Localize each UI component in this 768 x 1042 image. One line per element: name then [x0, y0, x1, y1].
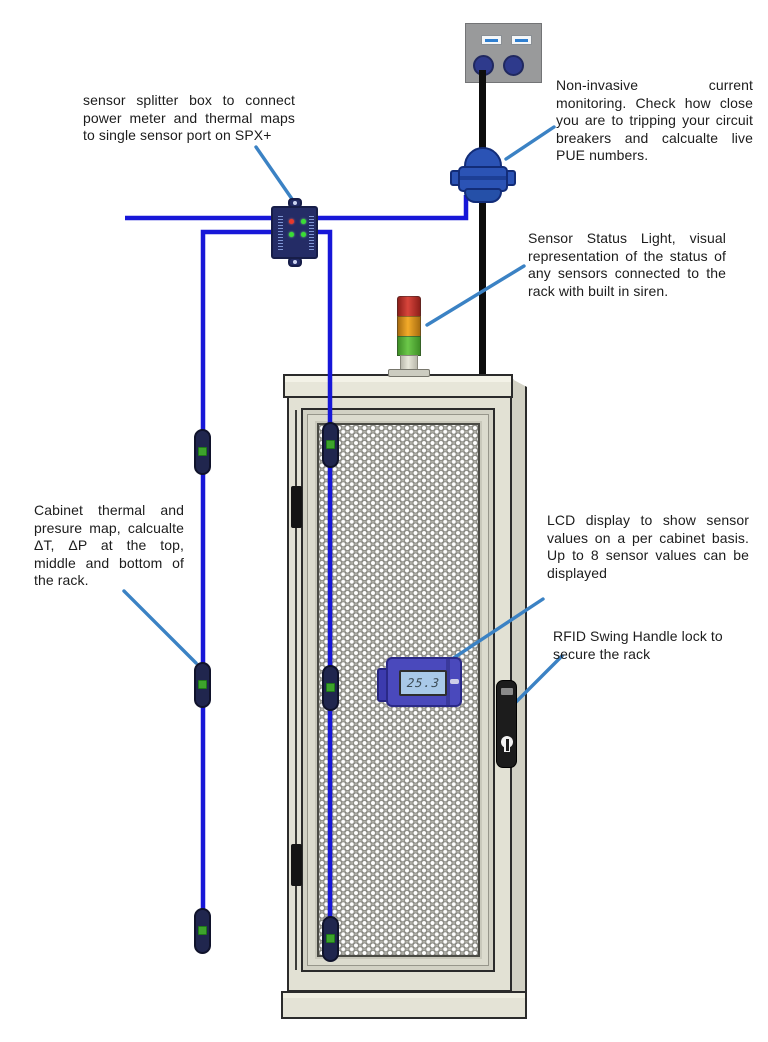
thermal-sensor-outer-middle — [194, 662, 211, 708]
splitter-print-left — [278, 216, 283, 252]
power-outlet-box — [465, 23, 542, 83]
annotation-status-light: Sensor Status Light, visual representati… — [528, 230, 726, 299]
lcd-value: 25.3 — [405, 676, 441, 690]
power-cable — [479, 70, 486, 382]
sensor-chip-icon — [326, 440, 335, 449]
screw-hole-icon — [293, 201, 297, 205]
splitter-led-green-3 — [301, 232, 306, 237]
outlet-fuse-window-right — [511, 35, 532, 45]
splitter-print-right — [309, 216, 314, 252]
fuse-bar-icon — [515, 39, 528, 42]
lcd-button — [450, 679, 459, 684]
splitter-led-green-1 — [301, 219, 306, 224]
status-light-amber-segment — [397, 316, 421, 337]
rfid-reader-label — [501, 688, 513, 695]
keyhole-icon — [501, 736, 513, 752]
annotation-thermal-map: Cabinet thermal and presure map, calcual… — [34, 502, 184, 588]
current-clamp-lower — [464, 188, 502, 203]
annotation-rfid-lock: RFID Swing Handle lock to secure the rac… — [553, 628, 723, 662]
outlet-socket-right — [503, 55, 524, 76]
sensor-chip-icon — [198, 926, 207, 935]
thermal-sensor-rack-bottom — [322, 916, 339, 962]
annotation-splitter-box: sensor splitter box to connect power met… — [83, 92, 295, 143]
sensor-chip-icon — [326, 683, 335, 692]
thermal-sensor-rack-middle — [322, 665, 339, 711]
leader-line-current-monitoring — [504, 125, 556, 161]
lcd-display: 25.3 — [386, 657, 462, 707]
rfid-swing-handle — [496, 680, 517, 768]
sensor-chip-icon — [198, 680, 207, 689]
status-light-flange — [388, 369, 430, 377]
outlet-fuse-window-left — [481, 35, 502, 45]
leader-line-splitter — [254, 145, 294, 201]
lcd-screen: 25.3 — [399, 670, 447, 696]
thermal-sensor-outer-bottom — [194, 908, 211, 954]
sensor-chip-icon — [326, 934, 335, 943]
leader-line-status-light — [425, 264, 526, 327]
annotation-lcd-display: LCD display to show sensor values on a p… — [547, 512, 749, 581]
splitter-led-red — [289, 219, 294, 224]
thermal-sensor-rack-top — [322, 422, 339, 468]
door-hinge-top — [291, 486, 302, 528]
splitter-led-green-2 — [289, 232, 294, 237]
status-light-red-segment — [397, 296, 421, 317]
screw-hole-icon — [293, 260, 297, 264]
thermal-sensor-outer-top — [194, 429, 211, 475]
sensor-chip-icon — [198, 447, 207, 456]
fuse-bar-icon — [485, 39, 498, 42]
door-hinge-bottom — [291, 844, 302, 886]
rack-plinth — [281, 991, 527, 1019]
annotation-current-monitoring: Non-invasive current monitoring. Check h… — [556, 77, 753, 163]
rack-top-cap — [283, 374, 513, 398]
sensor-splitter-box — [271, 206, 318, 259]
leader-line-thermal-map — [122, 589, 198, 665]
status-light-green-segment — [397, 336, 421, 356]
